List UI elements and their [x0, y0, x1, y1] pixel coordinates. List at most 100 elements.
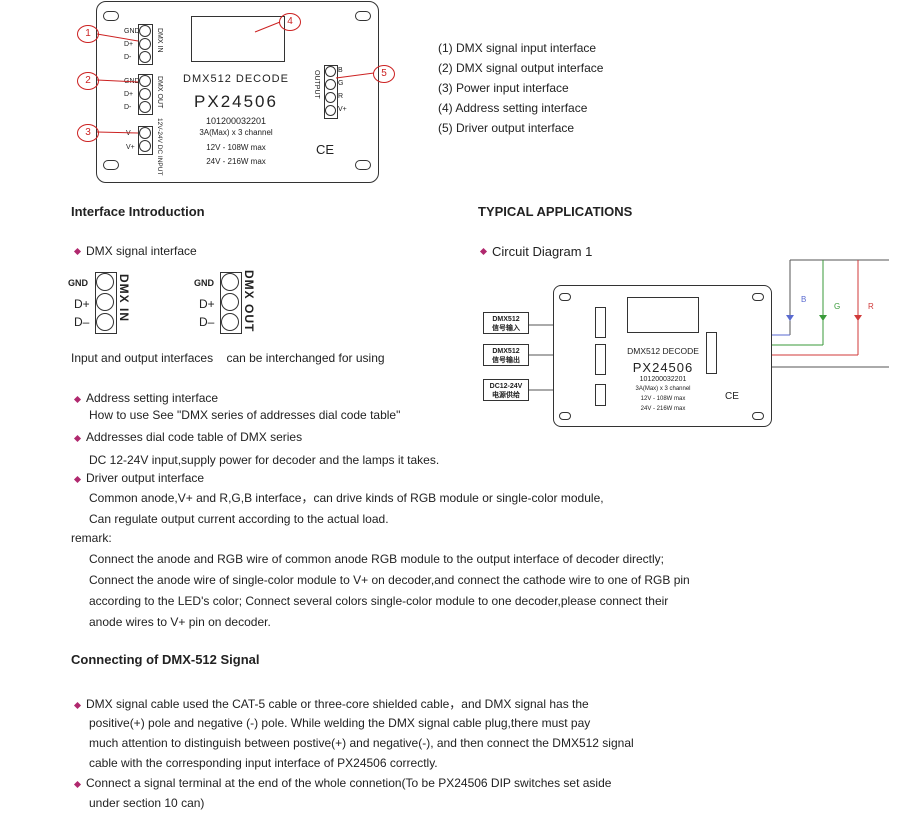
device-model-small: PX24506: [632, 360, 694, 375]
pin: [139, 127, 151, 139]
mount-hole: [355, 11, 371, 21]
pin-block: [706, 332, 717, 374]
pin: [139, 140, 151, 152]
pin: [96, 313, 114, 331]
address-display: [627, 297, 699, 333]
bullet-icon: [73, 475, 82, 484]
dmx-input-box: DMX512 信号输入: [483, 312, 529, 334]
box-sublabel: 信号输入: [492, 325, 520, 332]
pin-block: [138, 24, 153, 65]
pin-label-dplus: D+: [124, 41, 134, 48]
pin-block: [138, 126, 153, 155]
pin: [139, 25, 151, 37]
wire-label-r: R: [868, 302, 874, 311]
pin-label-dminus: D-: [124, 54, 132, 61]
pin-label-dplus: D+: [124, 91, 134, 98]
pin-block: [595, 344, 606, 375]
pin-label-g: G: [338, 80, 344, 87]
device-rating-small: 3A(Max) x 3 channel: [635, 386, 691, 392]
pin-label-vminus: V-: [126, 130, 133, 137]
pin-label-b: B: [338, 67, 343, 74]
connecting-line-1: DMX signal cable used the CAT-5 cable or…: [86, 697, 589, 711]
remark-line-2: Connect the anode wire of single-color m…: [89, 573, 690, 587]
bullet-icon: [73, 701, 82, 710]
device-body-small: [553, 285, 772, 427]
address-bullet: Address setting interface: [86, 391, 219, 405]
bullet-icon: [73, 434, 82, 443]
connecting-line-5: Connect a signal terminal at the end of …: [86, 776, 612, 790]
legend-item-5: (5) Driver output interface: [438, 121, 575, 135]
pin: [139, 38, 151, 50]
pin-label-dminus: D–: [74, 315, 90, 329]
legend-item-2: (2) DMX signal output interface: [438, 61, 604, 75]
dmx-out-label: DMX OUT: [242, 270, 256, 333]
callout-leaders: [96, 21, 375, 134]
connecting-line-2: positive(+) pole and negative (-) pole. …: [89, 716, 591, 730]
pin: [139, 51, 151, 63]
address-text: How to use See "DMX series of addresses …: [89, 408, 401, 422]
box-sublabel: 信号输出: [492, 357, 520, 364]
pin: [325, 92, 336, 103]
legend-item-3: (3) Power input interface: [438, 81, 569, 95]
dmx-signal-bullet: DMX signal interface: [86, 244, 197, 258]
pin-label-gnd: GND: [124, 28, 140, 35]
bullet-icon: [73, 395, 82, 404]
pin: [96, 293, 114, 311]
dmx-in-label: DMX IN: [117, 274, 131, 322]
circuit-bullet: Circuit Diagram 1: [492, 244, 593, 259]
pin: [139, 88, 151, 100]
remark-line-1: Connect the anode and RGB wire of common…: [89, 552, 664, 566]
pin-block: [220, 272, 242, 334]
power-supply-box: DC12-24V 电源供给: [483, 379, 529, 401]
pin: [325, 79, 336, 90]
bullet-icon: [73, 247, 82, 256]
section-heading-connecting: Connecting of DMX-512 Signal: [71, 652, 260, 667]
pin-block: [138, 74, 153, 115]
remark-line-4: anode wires to V+ pin on decoder.: [89, 615, 271, 629]
pin-label-vplus: V+: [126, 144, 135, 151]
device-power-12: 12V - 108W max: [206, 143, 266, 152]
device-serial: 101200032201: [205, 116, 267, 126]
pin: [221, 313, 239, 331]
connecting-line-3: much attention to distinguish between po…: [89, 736, 634, 750]
wire-label-g: G: [834, 302, 841, 311]
power-input-label: 12V-24V DC INPUT: [156, 118, 163, 176]
mount-hole: [103, 11, 119, 21]
pin: [325, 66, 336, 77]
section-heading-typical: TYPICAL APPLICATIONS: [478, 204, 633, 219]
legend-item-4: (4) Address setting interface: [438, 101, 588, 115]
box-label: DC12-24V: [489, 383, 523, 390]
mount-hole: [752, 293, 764, 301]
mount-hole: [103, 160, 119, 170]
bullet-icon: [73, 780, 82, 789]
pin-block: [595, 307, 606, 338]
pin-label-dplus: D+: [74, 297, 90, 311]
ce-mark: CE: [316, 142, 335, 157]
interchange-note: Input and output interfaces can be inter…: [71, 351, 385, 365]
pin-label-dminus: D-: [124, 104, 132, 111]
address-display: [191, 16, 285, 62]
mount-hole: [559, 412, 571, 420]
pin: [139, 75, 151, 87]
ce-mark-small: CE: [725, 391, 739, 402]
pin: [325, 105, 336, 116]
table-bullet: Addresses dial code table of DMX series: [86, 430, 303, 444]
output-label: OUTPUT: [313, 70, 320, 99]
remark-line-3: according to the LED's color; Connect se…: [89, 594, 669, 608]
pin-label-gnd: GND: [68, 278, 88, 288]
dmx-in-label: DMX IN: [156, 28, 163, 53]
dmx-out-label: DMX OUT: [156, 76, 163, 109]
device-title: DMX512 DECODE: [183, 73, 289, 85]
pin-block: [595, 384, 606, 406]
legend-item-1: (1) DMX signal input interface: [438, 41, 597, 55]
pin-label-r: R: [338, 93, 344, 100]
mount-hole: [752, 412, 764, 420]
callout-5: 5: [373, 65, 395, 83]
pin: [221, 293, 239, 311]
pin-label-dplus: D+: [199, 297, 215, 311]
bullet-icon: [479, 247, 488, 256]
box-label: DMX512: [492, 316, 520, 323]
remark-label: remark:: [71, 531, 112, 545]
pin: [96, 273, 114, 291]
connecting-line-4: cable with the corresponding input inter…: [89, 756, 438, 770]
